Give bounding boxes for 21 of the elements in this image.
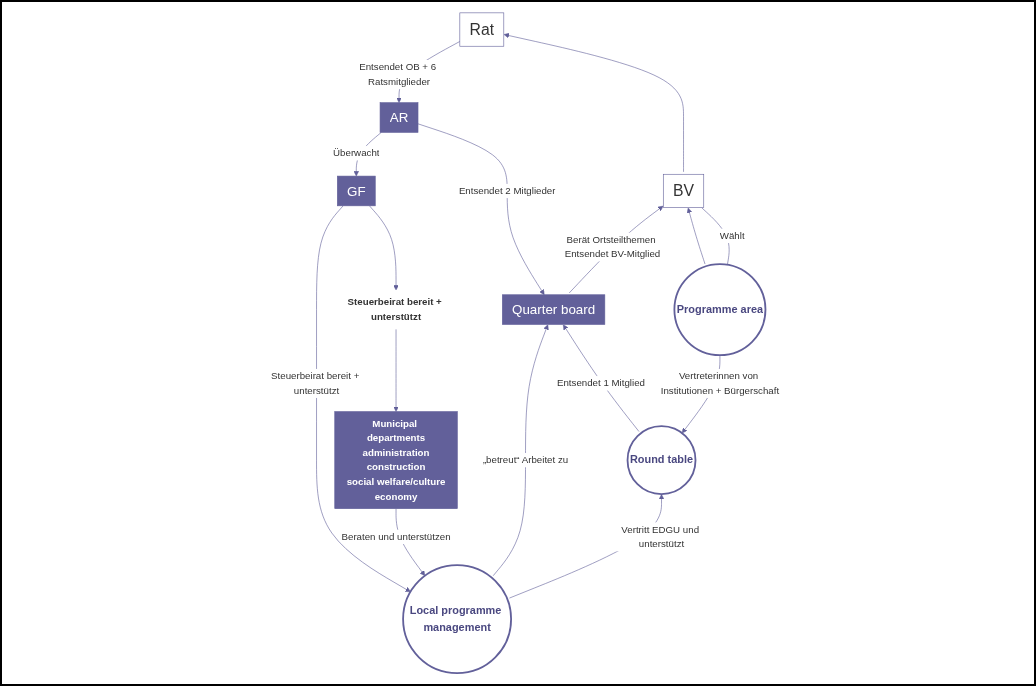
edge-label: Beraten und unterstützen bbox=[341, 531, 451, 542]
node-circle: Programme area bbox=[673, 263, 767, 357]
edge-label: Steuerbeirat bereit + unterstützt bbox=[270, 370, 360, 396]
node-box: Rat bbox=[459, 12, 504, 47]
node-circle: Round table bbox=[626, 425, 697, 496]
edge-label: Entsendet OB + 6 Ratsmitglieder bbox=[358, 61, 436, 87]
edge-label: Vertreterinnen von Institutionen + Bürgerschaft bbox=[660, 370, 779, 396]
edge-label: Vertritt EDGU und unterstützt bbox=[621, 524, 699, 550]
node-box: Quarter board bbox=[501, 294, 605, 325]
node-box: GF bbox=[336, 175, 376, 207]
edge-label: Wählt bbox=[719, 230, 745, 241]
edge-label: „betreut“ Arbeitet zu bbox=[482, 454, 568, 465]
edge-label: Berät Ortsteilthemen Entsendet BV-Mitglied bbox=[564, 234, 660, 260]
edge-label: Überwacht bbox=[332, 147, 380, 159]
node-box: Municipal departments administration construction social welfare/culture economy bbox=[334, 411, 458, 509]
node-circle: Local programme management bbox=[401, 564, 512, 675]
node-text: Steuerbeirat bereit + unterstützt bbox=[347, 296, 442, 322]
node-box: BV bbox=[662, 173, 704, 208]
edge-label: Entsendet 2 Mitglieder bbox=[458, 185, 556, 196]
node-box: AR bbox=[379, 102, 419, 133]
edge-label: Entsendet 1 Mitglied bbox=[556, 377, 645, 389]
